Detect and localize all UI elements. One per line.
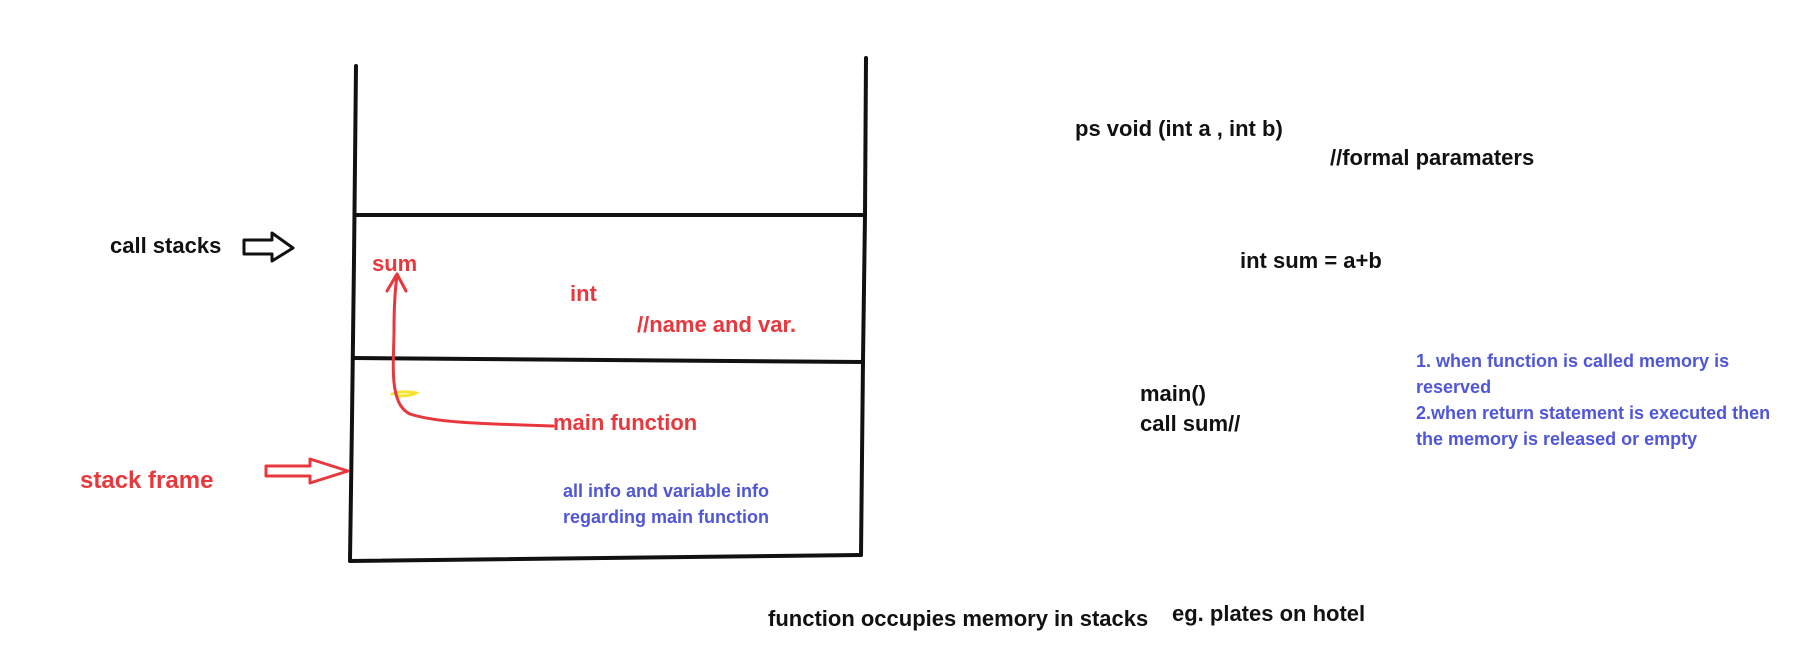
code-body: int sum = a+b (1240, 248, 1382, 273)
stack-bottom-line (348, 553, 863, 563)
note-line-2: reserved (1416, 377, 1492, 397)
note-line-3: 2.when return statement is executed then (1416, 403, 1771, 423)
code-signature: ps void (int a , int b) (1075, 116, 1283, 141)
call-stacks-label: call stacks (110, 233, 222, 258)
code-main: main() (1140, 381, 1206, 406)
footer-example: eg. plates on hotel (1172, 601, 1366, 626)
main-frame-name: main function (553, 410, 698, 435)
highlight-mark (390, 390, 420, 398)
main-frame-info-line2: regarding main function (563, 507, 770, 527)
sum-frame-comment: //name and var. (637, 312, 796, 337)
code-signature-comment: //formal paramaters (1330, 145, 1535, 170)
stack-left-wall (348, 64, 358, 562)
code-call: call sum// (1140, 411, 1241, 436)
call-arrow-curve (391, 274, 555, 428)
note-line-1: 1. when function is called memory is (1416, 351, 1730, 371)
stack-frame-label: stack frame (80, 467, 214, 494)
call-stacks-arrow-icon (242, 231, 295, 263)
sum-frame-type: int (570, 281, 597, 306)
note-line-4: the memory is released or empty (1416, 429, 1698, 449)
footer-caption: function occupies memory in stacks (768, 606, 1149, 631)
stack-right-wall (859, 56, 868, 557)
main-frame-info-line1: all info and variable info (563, 481, 770, 501)
stack-frame-arrow-icon (264, 457, 350, 485)
sum-frame-name: sum (372, 251, 418, 276)
call-arrow-head-icon (385, 272, 408, 293)
sum-frame-bottom-line (351, 356, 865, 364)
